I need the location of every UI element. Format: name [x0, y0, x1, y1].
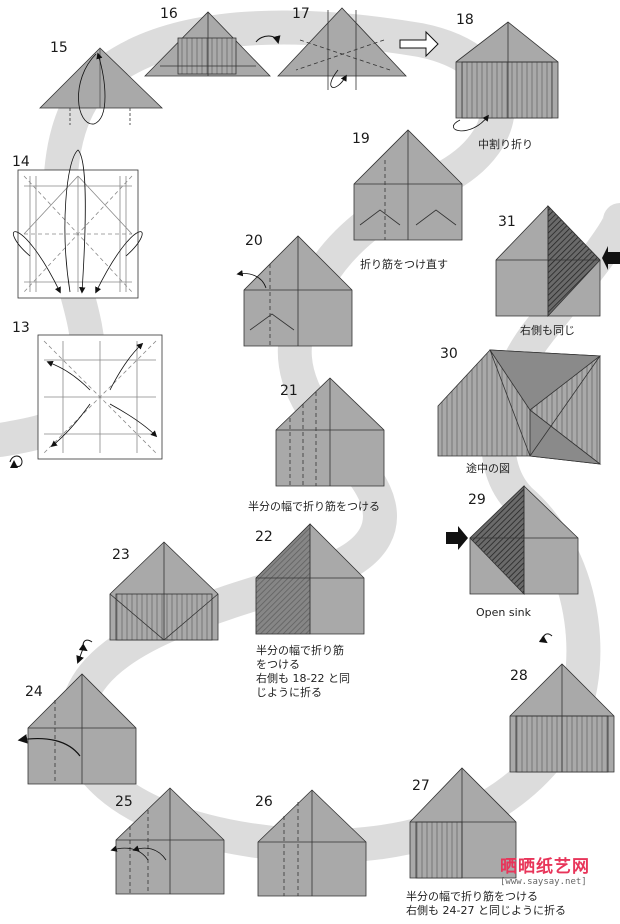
step-31-figure [495, 205, 601, 318]
caption-step-22-line-3: 右側も 18-22 と同 [256, 672, 350, 685]
step-number-30: 30 [440, 346, 458, 362]
step-29-figure [469, 485, 579, 595]
watermark-url: [www.saysay.net] [500, 877, 587, 887]
step-number-28: 28 [510, 668, 528, 684]
caption-step-29: Open sink [476, 606, 532, 619]
step-number-22: 22 [255, 529, 273, 545]
watermark-logo: 晒晒纸艺网 [www.saysay.net] [500, 852, 610, 892]
step-28-figure [509, 663, 615, 773]
turn-over-icon [9, 455, 23, 469]
step-number-17: 17 [292, 6, 310, 22]
step-number-24: 24 [25, 684, 43, 700]
caption-step-30: 途中の図 [466, 462, 510, 475]
push-arrow-icon-2 [602, 246, 620, 270]
step-30-figure [437, 349, 602, 465]
step-21-figure [275, 377, 385, 487]
step-number-16: 16 [160, 6, 178, 22]
step-13-figure [37, 334, 163, 460]
step-number-15: 15 [50, 40, 68, 56]
caption-step-27-line-2: 右側も 24-27 と同じように折る [406, 904, 566, 917]
step-number-21: 21 [280, 383, 298, 399]
step-26-figure [257, 789, 367, 897]
step-number-31: 31 [498, 214, 516, 230]
step-16-figure [144, 11, 271, 77]
step-number-27: 27 [412, 778, 430, 794]
step-27-figure [409, 767, 517, 879]
step-number-14: 14 [12, 154, 30, 170]
step-number-23: 23 [112, 547, 130, 563]
step-14-figure [13, 149, 143, 299]
next-step-arrow-icon [399, 30, 439, 58]
caption-step-27: 半分の幅で折り筋をつける 右側も 24-27 と同じように折る [406, 890, 566, 918]
step-18-figure [453, 21, 559, 132]
step-23-figure [109, 541, 219, 641]
push-arrow-icon [446, 526, 468, 550]
turn-over-icon-4 [538, 633, 553, 644]
step-15-figure [39, 47, 163, 125]
turn-over-icon-3 [78, 639, 93, 652]
step-25-figure [110, 787, 225, 895]
caption-step-27-line-1: 半分の幅で折り筋をつける [406, 890, 538, 903]
caption-step-31: 右側も同じ [520, 324, 575, 337]
step-20-figure [236, 235, 353, 347]
step-number-19: 19 [352, 131, 370, 147]
caption-step-22-line-1: 半分の幅で折り筋 [256, 644, 344, 657]
caption-step-18: 中割り折り [478, 138, 533, 151]
step-number-13: 13 [12, 320, 30, 336]
step-number-20: 20 [245, 233, 263, 249]
caption-step-22: 半分の幅で折り筋 をつける 右側も 18-22 と同 じように折る [256, 644, 350, 700]
step-17-figure [277, 7, 407, 90]
step-number-18: 18 [456, 12, 474, 28]
step-19-figure [353, 129, 463, 241]
turn-over-icon-2 [255, 35, 281, 44]
step-number-25: 25 [115, 794, 133, 810]
step-number-26: 26 [255, 794, 273, 810]
step-number-29: 29 [468, 492, 486, 508]
step-22-figure [255, 523, 365, 635]
caption-step-22-line-4: じように折る [256, 686, 322, 699]
step-24-figure [17, 673, 137, 785]
watermark-brand: 晒晒纸艺网 [500, 857, 590, 877]
caption-step-19: 折り筋をつけ直す [360, 258, 448, 271]
caption-step-22-line-2: をつける [256, 658, 300, 671]
caption-step-21: 半分の幅で折り筋をつける [248, 500, 380, 513]
